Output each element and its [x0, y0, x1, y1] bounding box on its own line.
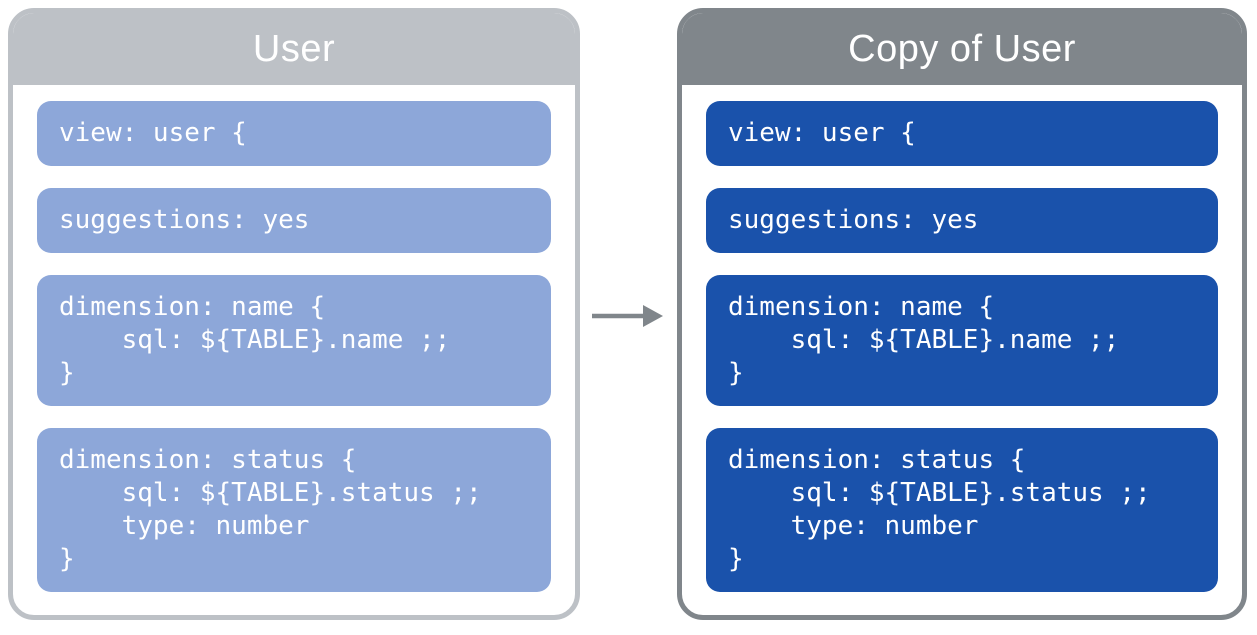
- code-line: type: number: [728, 511, 979, 541]
- code-block-dimension-status: dimension: status { sql: ${TABLE}.status…: [706, 428, 1218, 592]
- code-line: }: [59, 544, 75, 574]
- code-block-dimension-status: dimension: status { sql: ${TABLE}.status…: [37, 428, 551, 592]
- source-panel: User view: user { suggestions: yes dimen…: [8, 8, 580, 620]
- code-line: dimension: status {: [59, 445, 357, 475]
- code-line: suggestions: yes: [728, 205, 979, 235]
- copy-arrow-icon: [592, 305, 663, 327]
- code-line: type: number: [59, 511, 310, 541]
- copy-panel-header: Copy of User: [682, 13, 1242, 85]
- code-line: dimension: name {: [59, 292, 326, 322]
- code-line: }: [59, 358, 75, 388]
- code-block-suggestions: suggestions: yes: [37, 188, 551, 253]
- code-line: view: user {: [59, 118, 247, 148]
- code-block-dimension-name: dimension: name { sql: ${TABLE}.name ;; …: [37, 275, 551, 406]
- code-line: dimension: name {: [728, 292, 995, 322]
- code-block-view: view: user {: [37, 101, 551, 166]
- code-block-dimension-name: dimension: name { sql: ${TABLE}.name ;; …: [706, 275, 1218, 406]
- source-panel-body: view: user { suggestions: yes dimension:…: [13, 85, 575, 615]
- code-block-view: view: user {: [706, 101, 1218, 166]
- code-line: dimension: status {: [728, 445, 1026, 475]
- code-block-suggestions: suggestions: yes: [706, 188, 1218, 253]
- code-line: }: [728, 544, 744, 574]
- code-line: sql: ${TABLE}.name ;;: [59, 325, 451, 355]
- code-line: }: [728, 358, 744, 388]
- copy-panel-body: view: user { suggestions: yes dimension:…: [682, 85, 1242, 615]
- code-line: view: user {: [728, 118, 916, 148]
- source-panel-header: User: [13, 13, 575, 85]
- source-panel-title: User: [252, 27, 336, 70]
- copy-panel-title: Copy of User: [848, 27, 1076, 70]
- code-line: sql: ${TABLE}.name ;;: [728, 325, 1120, 355]
- copy-panel: Copy of User view: user { suggestions: y…: [677, 8, 1247, 620]
- code-line: sql: ${TABLE}.status ;;: [59, 478, 482, 508]
- code-line: suggestions: yes: [59, 205, 310, 235]
- code-line: sql: ${TABLE}.status ;;: [728, 478, 1151, 508]
